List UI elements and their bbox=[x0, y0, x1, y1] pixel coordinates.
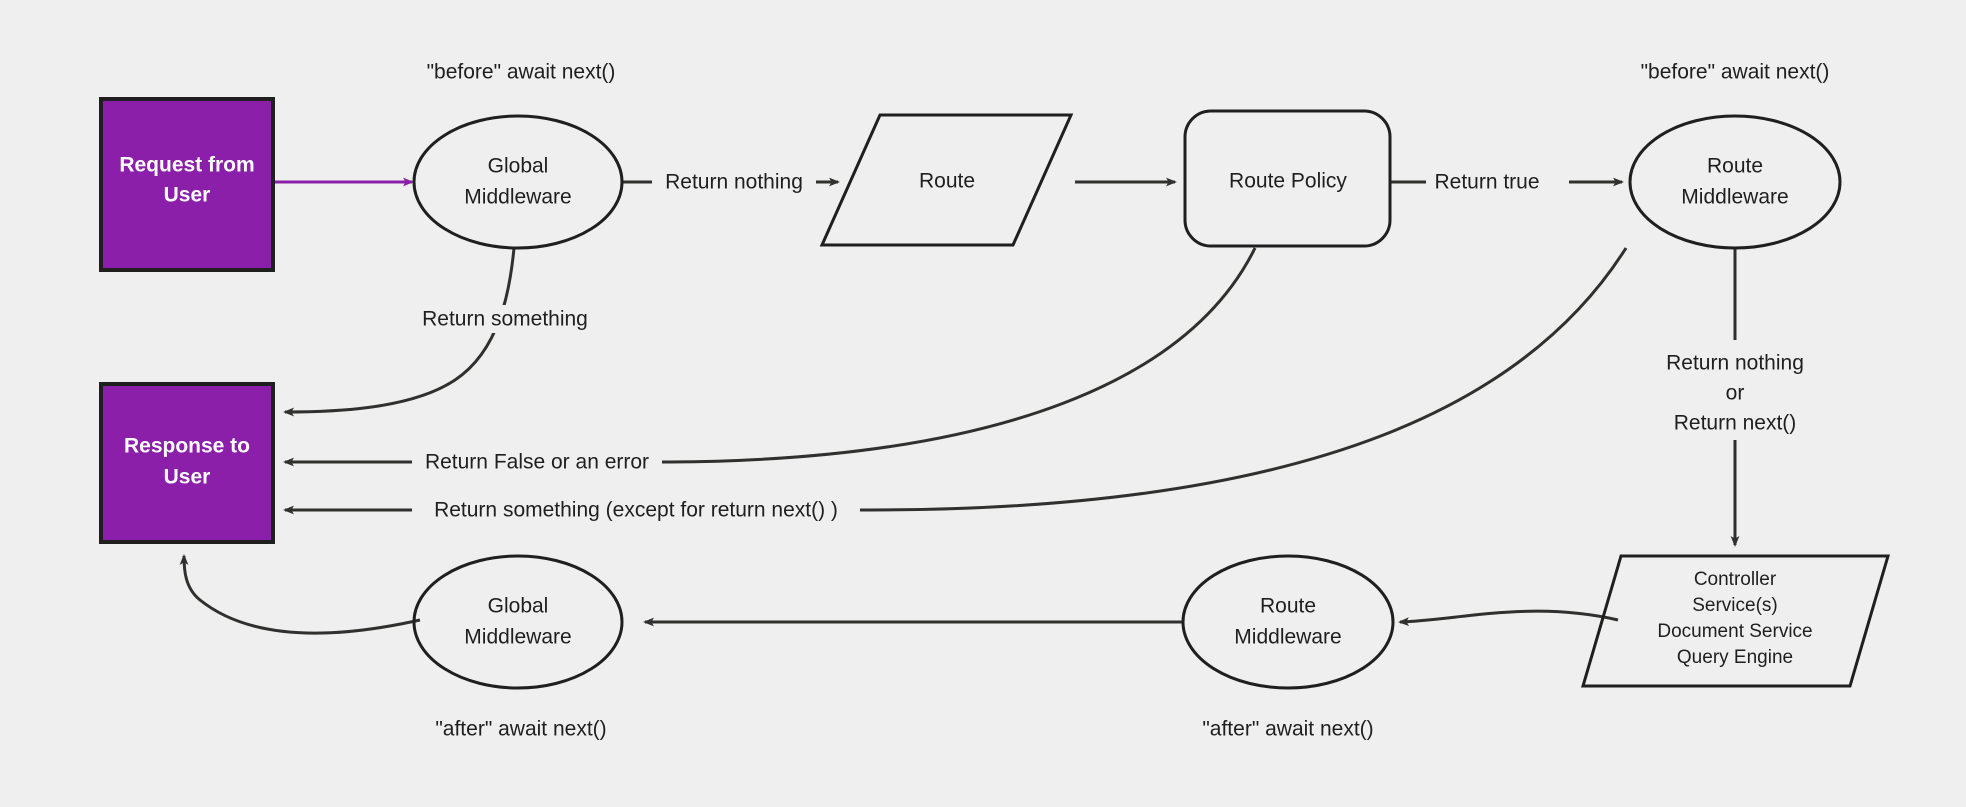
node-route-middleware-before[interactable]: Route Middleware bbox=[1628, 114, 1842, 250]
route-middleware-before-line1: Route bbox=[1707, 155, 1763, 178]
svg-text:Return next(): Return next() bbox=[1674, 412, 1797, 435]
edge-label-return-nothing-or-next: Return nothing or Return next() bbox=[1640, 348, 1832, 440]
svg-text:"before" await next(): "before" await next() bbox=[427, 61, 616, 84]
svg-text:Return true: Return true bbox=[1434, 171, 1539, 194]
route-label: Route bbox=[919, 170, 975, 193]
annotation-before-global-middleware: "before" await next() bbox=[427, 61, 616, 84]
route-policy-label: Route Policy bbox=[1229, 170, 1347, 193]
node-request-from-user[interactable]: Request from User bbox=[99, 97, 275, 272]
node-route-policy[interactable]: Route Policy bbox=[1183, 109, 1392, 248]
edge-label-return-something-except: Return something (except for return next… bbox=[412, 496, 860, 524]
svg-text:Return nothing: Return nothing bbox=[1666, 352, 1804, 375]
route-middleware-after-line2: Middleware bbox=[1234, 626, 1341, 649]
request-label-line1: Request from bbox=[119, 154, 254, 177]
edge-label-return-nothing: Return nothing bbox=[652, 168, 816, 196]
global-middleware-before-line2: Middleware bbox=[464, 186, 571, 209]
global-middleware-before-line1: Global bbox=[488, 155, 549, 178]
svg-text:Return nothing: Return nothing bbox=[665, 171, 803, 194]
node-global-middleware-after[interactable]: Global Middleware bbox=[412, 554, 624, 690]
svg-text:Return something (except for r: Return something (except for return next… bbox=[434, 499, 838, 522]
controller-line4: Query Engine bbox=[1677, 647, 1793, 668]
svg-text:"after" await next(): "after" await next() bbox=[1202, 718, 1373, 741]
edge-label-return-false-or-error: Return False or an error bbox=[412, 448, 662, 476]
annotation-after-global-middleware: "after" await next() bbox=[435, 718, 606, 741]
node-global-middleware-before[interactable]: Global Middleware bbox=[412, 114, 624, 250]
svg-text:"before" await next(): "before" await next() bbox=[1641, 61, 1830, 84]
svg-text:or: or bbox=[1726, 382, 1745, 405]
edge-label-return-something: Return something bbox=[410, 305, 600, 333]
edge-route-policy-to-response bbox=[283, 247, 1257, 467]
request-label-line2: User bbox=[164, 184, 211, 207]
annotation-after-route-middleware: "after" await next() bbox=[1202, 718, 1373, 741]
edge-global-middleware-after-to-response bbox=[179, 554, 421, 635]
edge-controller-to-route-middleware-after bbox=[1398, 609, 1619, 627]
node-route[interactable]: Route bbox=[819, 113, 1074, 247]
node-response-to-user[interactable]: Response to User bbox=[99, 382, 275, 544]
response-label-line2: User bbox=[164, 466, 211, 489]
controller-line3: Document Service bbox=[1657, 621, 1812, 642]
controller-line2: Service(s) bbox=[1692, 595, 1778, 616]
svg-text:Return something: Return something bbox=[422, 308, 588, 331]
svg-text:Return False or an error: Return False or an error bbox=[425, 451, 649, 474]
controller-line1: Controller bbox=[1694, 569, 1777, 590]
response-label-line1: Response to bbox=[124, 435, 250, 458]
route-middleware-after-line1: Route bbox=[1260, 595, 1316, 618]
edge-global-middleware-to-response bbox=[283, 247, 516, 417]
annotation-before-route-middleware: "before" await next() bbox=[1641, 61, 1830, 84]
node-controller-services[interactable]: Controller Service(s) Document Service Q… bbox=[1580, 554, 1891, 688]
node-route-middleware-after[interactable]: Route Middleware bbox=[1181, 554, 1395, 690]
edge-label-return-true: Return true bbox=[1426, 168, 1548, 196]
global-middleware-after-line1: Global bbox=[488, 595, 549, 618]
route-middleware-before-line2: Middleware bbox=[1681, 186, 1788, 209]
global-middleware-after-line2: Middleware bbox=[464, 626, 571, 649]
svg-text:"after" await next(): "after" await next() bbox=[435, 718, 606, 741]
